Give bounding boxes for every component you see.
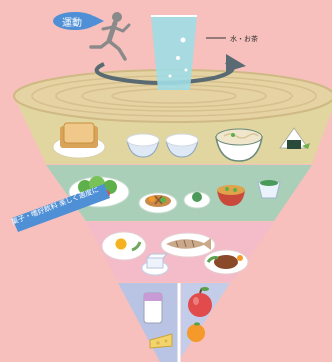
cheese-icon xyxy=(149,333,173,349)
small-cup-icon xyxy=(257,180,281,199)
runner-icon xyxy=(89,12,131,61)
water-glass-icon xyxy=(151,15,197,90)
vegetable-dish-icon xyxy=(138,192,178,214)
small-dish-icon xyxy=(183,191,211,209)
tier-dairy-fruit xyxy=(118,283,230,362)
hamburg-steak-icon xyxy=(203,249,249,275)
snack-ribbon xyxy=(12,184,110,232)
tier-main-dish xyxy=(86,222,274,282)
onigiri-icon xyxy=(279,127,310,149)
orange-icon xyxy=(187,322,205,342)
noodle-bowl-icon xyxy=(215,128,263,162)
tofu-icon xyxy=(141,253,169,276)
bread-icon xyxy=(52,122,106,159)
fried-egg-icon xyxy=(101,231,147,261)
tier-side-dish xyxy=(46,165,312,221)
soup-bowl-icon xyxy=(217,185,245,206)
milk-icon xyxy=(143,292,163,324)
exercise-badge xyxy=(53,12,104,30)
water-tea-label: 水・お茶 xyxy=(230,36,258,43)
apple-icon xyxy=(188,287,212,317)
rice-bowl-icon xyxy=(165,133,199,158)
exercise-label: 運動 xyxy=(62,18,82,29)
grilled-fish-icon xyxy=(160,232,216,258)
rice-bowl-icon xyxy=(126,133,160,158)
